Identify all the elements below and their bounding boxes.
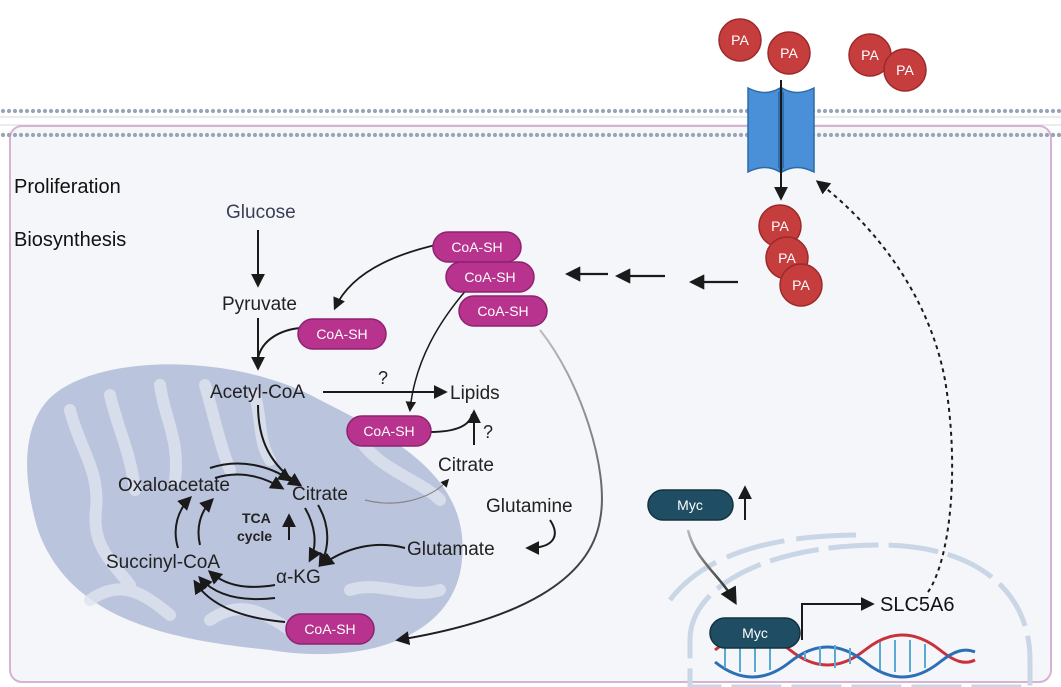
tca-arrow <box>174 496 192 549</box>
svg-text:PA: PA <box>780 45 798 61</box>
tca-arrow <box>193 579 286 623</box>
lipids-label: Lipids <box>450 383 500 404</box>
svg-text:CoA-SH: CoA-SH <box>304 621 355 637</box>
nucleus <box>668 532 1033 687</box>
glutamine-label: Glutamine <box>486 496 573 517</box>
svg-text:Myc: Myc <box>677 497 703 513</box>
acetyl-coa-label: Acetyl-CoA <box>210 382 305 403</box>
citrate-export-arrow <box>364 478 450 504</box>
tca-arrow <box>304 507 322 563</box>
alpha-kg-label: α-KG <box>276 567 321 588</box>
pa-molecule: PA <box>883 48 927 92</box>
svg-text:Myc: Myc <box>742 625 768 641</box>
glutamate-to-akg-arrow <box>319 543 406 567</box>
svg-text:PA: PA <box>778 250 796 266</box>
pa-molecule: PA <box>718 18 762 62</box>
coa-sh-pill: CoA-SH <box>445 261 535 293</box>
biosynthesis-label: Biosynthesis <box>14 229 126 251</box>
dashed-feedback-arrow <box>815 180 954 593</box>
coa-sh-pill: CoA-SH <box>285 613 375 645</box>
svg-text:PA: PA <box>861 47 879 63</box>
coa-sh-pill: CoA-SH <box>297 318 387 350</box>
oxaloacetate-label: Oxaloacetate <box>118 475 230 496</box>
svg-text:CoA-SH: CoA-SH <box>451 239 502 255</box>
slc5a6-gene-label: SLC5A6 <box>880 594 955 616</box>
citrate-cytosol-label: Citrate <box>438 455 494 476</box>
pa-molecule: PA <box>848 33 892 77</box>
pa-molecule: PA <box>767 31 811 75</box>
tca-arrow <box>207 570 276 588</box>
succinyl-coa-label: Succinyl-CoA <box>106 552 220 573</box>
glutamine-to-glutamate-arrow <box>525 519 556 555</box>
pyruvate-label: Pyruvate <box>222 294 297 315</box>
transcription-arrow <box>801 597 875 640</box>
svg-text:PA: PA <box>896 62 914 78</box>
pa-molecule: PA <box>779 263 823 307</box>
coa-to-pyruvate-arrow <box>333 243 441 311</box>
svg-text:PA: PA <box>771 218 789 234</box>
plasma-membrane-inner-overlay <box>0 131 1061 137</box>
dna-helix-icon <box>714 633 976 679</box>
svg-text:CoA-SH: CoA-SH <box>316 326 367 342</box>
tca-cycle-label: cycle <box>237 528 272 544</box>
question-mark: ? <box>378 368 388 388</box>
myc-translocation-arrow <box>686 529 737 606</box>
question-mark: ? <box>483 422 493 442</box>
proliferation-label: Proliferation <box>14 176 121 198</box>
svg-text:CoA-SH: CoA-SH <box>363 423 414 439</box>
coa-to-mito-arrow <box>395 329 603 646</box>
tca-arrow <box>197 498 214 546</box>
tca-cycle-label: TCA <box>242 510 271 526</box>
slc5a6-transporter-icon <box>747 86 815 174</box>
svg-text:CoA-SH: CoA-SH <box>477 303 528 319</box>
tca-arrow <box>209 462 293 482</box>
citrate-mito-label: Citrate <box>292 484 348 505</box>
tca-arrow <box>214 473 285 490</box>
plasma-membrane-outer <box>0 107 1061 113</box>
coa-sh-pill: CoA-SH <box>458 295 548 327</box>
coa-join-line <box>257 327 301 359</box>
svg-text:PA: PA <box>731 32 749 48</box>
coa-sh-pill: CoA-SH <box>346 415 432 447</box>
myc-nuclear-pill: Myc <box>709 617 801 649</box>
svg-text:PA: PA <box>792 277 810 293</box>
svg-text:CoA-SH: CoA-SH <box>464 269 515 285</box>
coa-sh-pill: CoA-SH <box>432 231 522 263</box>
glutamate-label: Glutamate <box>407 539 495 560</box>
coa-to-lipids-arrow <box>405 287 469 413</box>
glucose-label: Glucose <box>226 202 296 223</box>
myc-protein-pill: Myc <box>647 489 734 521</box>
